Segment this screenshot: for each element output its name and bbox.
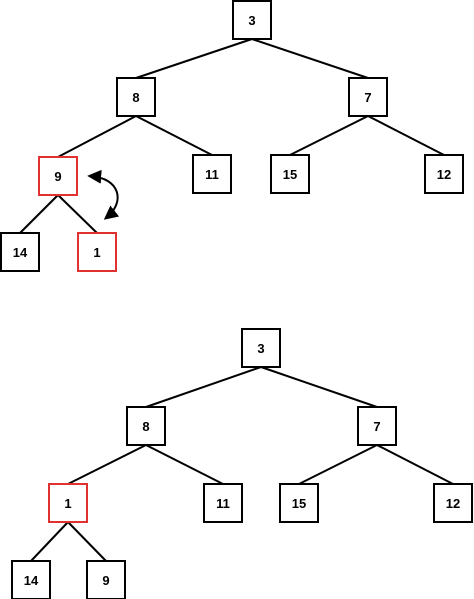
node-box	[116, 77, 156, 117]
node-box	[0, 232, 40, 272]
node-label: 1	[64, 496, 71, 511]
tree-node-3: 3	[241, 328, 281, 368]
node-box	[38, 156, 78, 196]
node-box	[48, 483, 88, 523]
tree-node-7: 7	[348, 77, 388, 117]
tree-node-12: 12	[433, 483, 473, 523]
edge-t1-n7-t1-n15	[289, 115, 369, 156]
node-box	[126, 406, 166, 446]
edge-t2-root-t2-n8	[145, 366, 262, 408]
tree-node-11: 11	[203, 483, 243, 523]
node-box	[232, 0, 272, 40]
edge-t2-n7-t2-n15	[298, 444, 378, 485]
node-box	[357, 406, 397, 446]
tree-node-12: 12	[424, 154, 464, 194]
node-box	[348, 77, 388, 117]
node-label: 3	[248, 13, 255, 28]
node-box	[270, 154, 310, 194]
tree-edges	[19, 38, 445, 234]
edge-t1-n7-t1-n12	[367, 115, 445, 156]
node-label: 7	[364, 90, 371, 105]
tree-node-1: 1	[77, 232, 117, 272]
tree-node-9: 9	[86, 560, 126, 599]
edge-t2-n8-t2-n1	[67, 444, 147, 485]
node-box	[424, 154, 464, 194]
node-label: 14	[24, 573, 39, 588]
tree-node-9: 9	[38, 156, 78, 196]
node-label: 15	[292, 496, 306, 511]
edge-t1-n9-t1-n1	[57, 194, 98, 234]
edge-t2-n7-t2-n12	[376, 444, 454, 485]
tree-node-8: 8	[116, 77, 156, 117]
node-box	[203, 483, 243, 523]
tree-edges	[30, 366, 454, 562]
tree-node-14: 14	[11, 560, 51, 599]
tree-node-7: 7	[357, 406, 397, 446]
node-label: 3	[257, 341, 264, 356]
node-box	[77, 232, 117, 272]
node-label: 11	[205, 167, 219, 182]
edge-t2-root-t2-n7	[260, 366, 378, 408]
node-box	[11, 560, 51, 599]
tree-node-1: 1	[48, 483, 88, 523]
node-box	[433, 483, 473, 523]
tree-node-11: 11	[192, 154, 232, 194]
node-label: 8	[142, 419, 149, 434]
edge-t1-root-t1-n8	[135, 38, 253, 79]
node-label: 11	[216, 496, 230, 511]
node-box	[241, 328, 281, 368]
edge-t2-n8-t2-n11	[145, 444, 224, 485]
node-label: 14	[13, 245, 28, 260]
node-label: 8	[132, 90, 139, 105]
node-label: 9	[54, 169, 61, 184]
node-label: 15	[283, 167, 297, 182]
edge-t1-root-t1-n7	[251, 38, 369, 79]
tree-node-8: 8	[126, 406, 166, 446]
edge-t2-n1-t2-n9	[67, 521, 107, 562]
node-label: 7	[373, 419, 380, 434]
tree-nodes: 3 8 7 9 11 15 12 14 1	[0, 0, 464, 272]
node-box	[86, 560, 126, 599]
node-box	[279, 483, 319, 523]
tree-before-swap: 3 8 7 9 11 15 12 14 1	[0, 0, 464, 272]
edge-t2-n1-t2-n14	[30, 521, 69, 562]
tree-node-15: 15	[279, 483, 319, 523]
node-label: 1	[93, 245, 100, 260]
tree-node-15: 15	[270, 154, 310, 194]
edge-t1-n8-t1-n11	[135, 115, 213, 156]
node-label: 9	[102, 573, 109, 588]
edge-t1-n8-t1-n9	[57, 115, 137, 158]
node-label: 12	[446, 496, 460, 511]
tree-node-14: 14	[0, 232, 40, 272]
edge-t1-n9-t1-n14	[19, 194, 59, 234]
node-label: 12	[437, 167, 451, 182]
swap-arrow-icon	[87, 169, 120, 220]
tree-node-3: 3	[232, 0, 272, 40]
node-box	[192, 154, 232, 194]
